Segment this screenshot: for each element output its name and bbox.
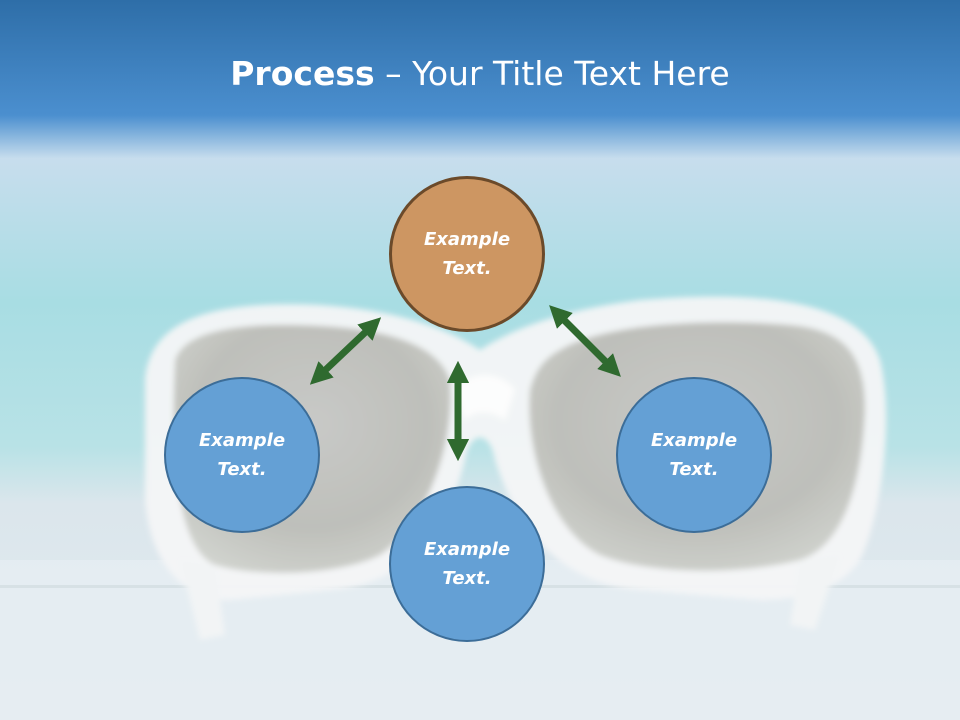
process-node-top: Example Text.	[389, 176, 545, 332]
arrow-top-left	[309, 317, 382, 385]
node-right-label: Example Text.	[650, 430, 738, 480]
title-bold: Process	[230, 54, 375, 93]
node-bottom-label: Example Text.	[423, 539, 511, 589]
process-node-left: Example Text.	[164, 377, 320, 533]
arrow-top-right	[549, 305, 621, 377]
slide-title: Process – Your Title Text Here	[0, 52, 960, 96]
process-node-bottom: Example Text.	[389, 486, 545, 642]
node-left-label: Example Text.	[198, 430, 286, 480]
node-top-label: Example Text.	[423, 229, 511, 279]
process-node-right: Example Text.	[616, 377, 772, 533]
title-rest: – Your Title Text Here	[374, 54, 730, 93]
